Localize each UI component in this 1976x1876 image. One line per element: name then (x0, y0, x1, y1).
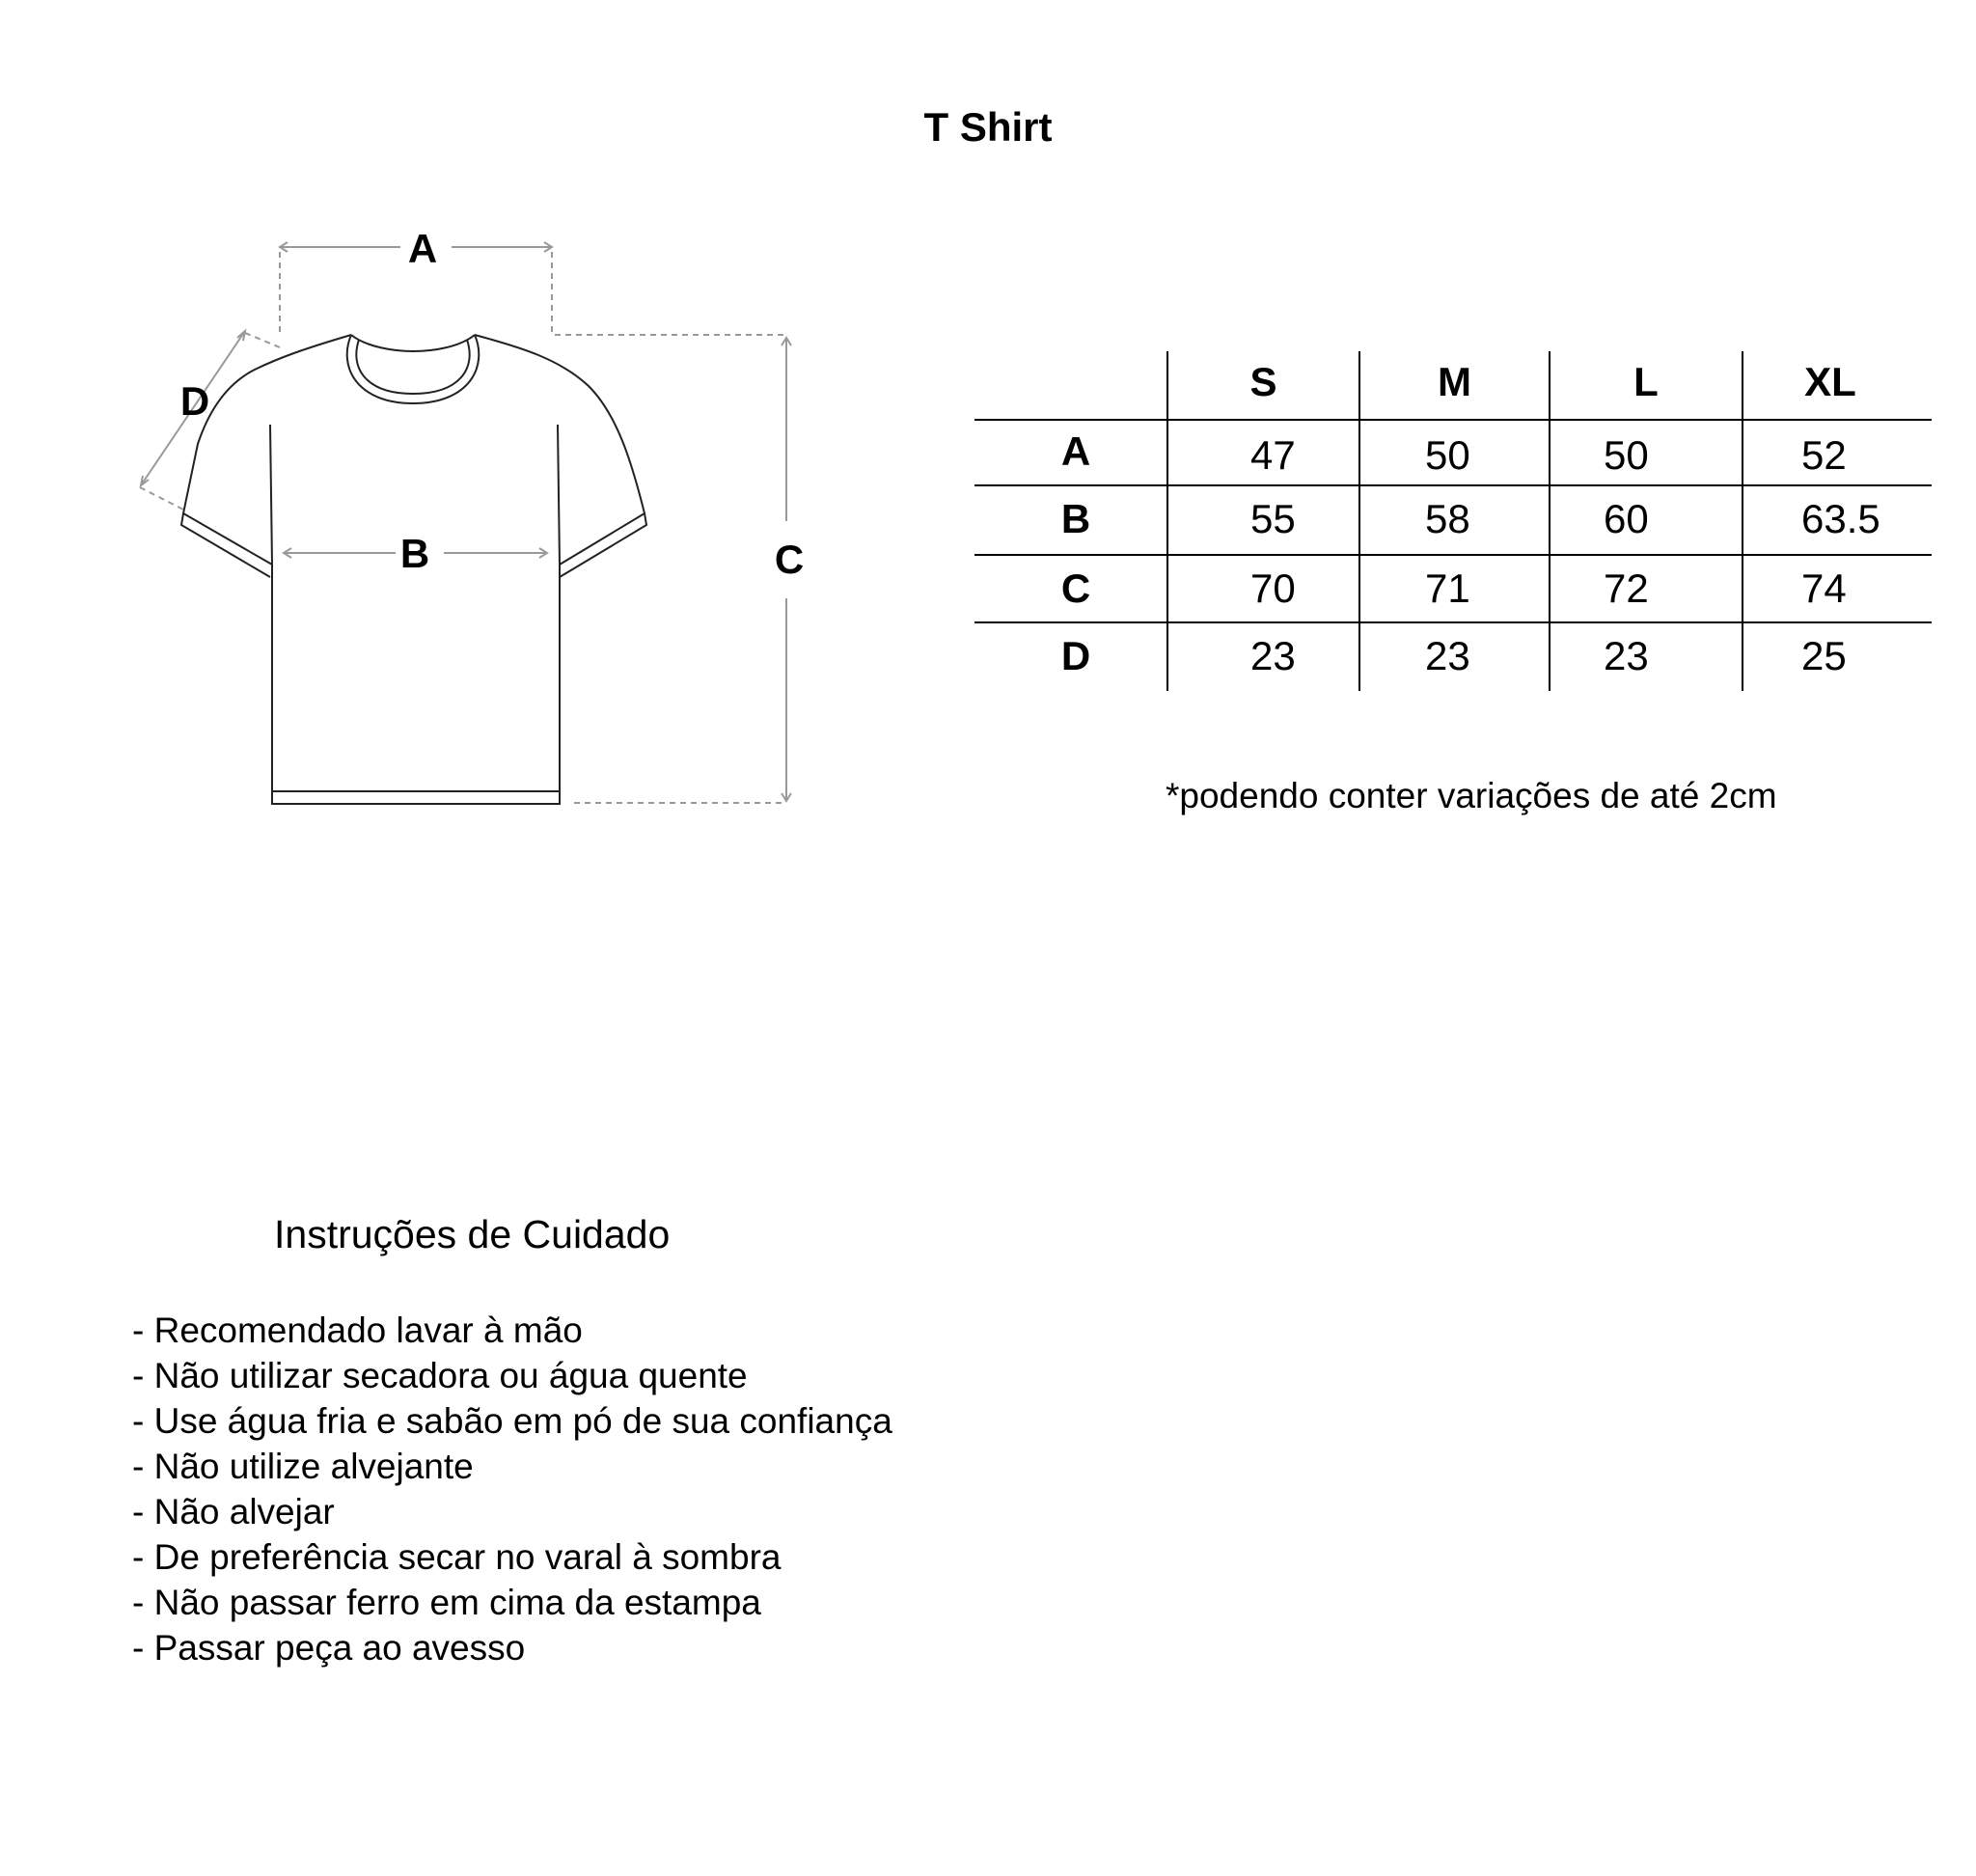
table-divider (1166, 351, 1168, 691)
table-cell: 60 (1604, 496, 1649, 541)
row-label: B (1060, 496, 1091, 541)
table-cell: 47 (1250, 432, 1296, 478)
table-divider (974, 554, 1932, 556)
table-cell: 74 (1801, 566, 1847, 611)
row-label: C (1060, 566, 1091, 611)
table-cell: 25 (1801, 633, 1847, 678)
tshirt-measurement-diagram: A B C D (139, 226, 804, 805)
table-divider (974, 419, 1932, 421)
table-cell: 72 (1604, 566, 1649, 611)
care-instructions-list: - Recomendado lavar à mão - Não utilizar… (132, 1308, 892, 1670)
table-divider (974, 484, 1932, 486)
page-title: T Shirt (923, 104, 1053, 150)
care-item: - Não utilize alvejante (132, 1447, 474, 1486)
table-cell: 50 (1604, 432, 1649, 478)
measure-label-c: C (775, 537, 804, 582)
measure-label-d: D (180, 378, 209, 424)
table-cell: 52 (1801, 432, 1847, 478)
measurement-arrows (139, 241, 792, 803)
row-label: D (1060, 633, 1091, 678)
table-cell: 58 (1425, 496, 1470, 541)
table-cell: 50 (1425, 432, 1470, 478)
care-item: - Recomendado lavar à mão (132, 1310, 583, 1350)
table-cell: 23 (1425, 633, 1470, 678)
care-item: - Não passar ferro em cima da estampa (132, 1583, 761, 1622)
measure-label-b: B (400, 531, 429, 576)
care-instructions-title: Instruções de Cuidado (274, 1212, 671, 1256)
table-cell: 23 (1604, 633, 1649, 678)
care-item: - Use água fria e sabão em pó de sua con… (132, 1401, 892, 1441)
tshirt-outline (179, 334, 648, 805)
row-label: A (1060, 428, 1091, 474)
size-header: S (1249, 359, 1277, 404)
size-variation-note: *podendo conter variações de até 2cm (1166, 776, 1777, 815)
table-cell: 70 (1250, 566, 1296, 611)
care-item: - Passar peça ao avesso (132, 1628, 526, 1668)
size-header: XL (1804, 359, 1856, 404)
table-cell: 23 (1250, 633, 1296, 678)
care-item: - De preferência secar no varal à sombra (132, 1537, 782, 1577)
table-divider (1358, 351, 1360, 691)
table-divider (1742, 351, 1743, 691)
table-divider (974, 621, 1932, 623)
care-item: - Não utilizar secadora ou água quente (132, 1356, 748, 1395)
measurement-lines (139, 247, 786, 804)
table-cell: 55 (1250, 496, 1296, 541)
measure-label-a: A (408, 226, 437, 271)
size-header: L (1633, 359, 1659, 404)
table-cell: 63.5 (1801, 496, 1880, 541)
care-item: - Não alvejar (132, 1492, 335, 1531)
size-header: M (1438, 359, 1471, 404)
table-divider (1549, 351, 1551, 691)
table-cell: 71 (1425, 566, 1470, 611)
